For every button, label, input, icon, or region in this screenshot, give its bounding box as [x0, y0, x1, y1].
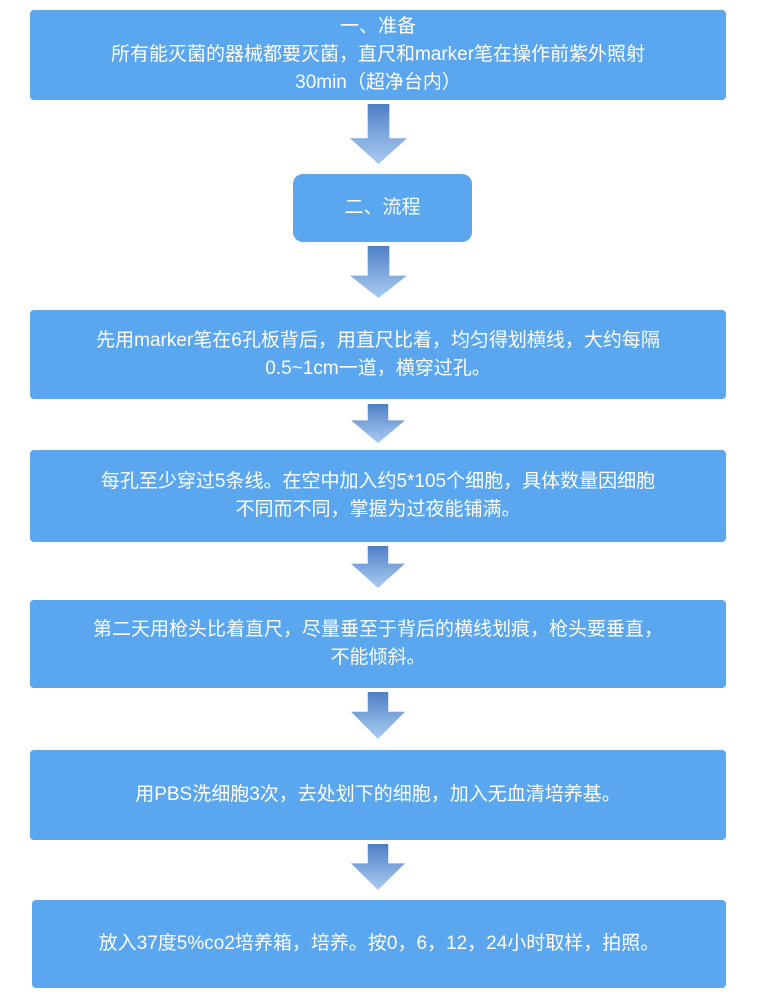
step-incubate-box: 放入37度5%co2培养箱，培养。按0，6，12，24小时取样，拍照。 [32, 900, 726, 988]
step-prepare-box: 一、准备 所有能灭菌的器械都要灭菌，直尺和marker笔在操作前紫外照射 30m… [30, 10, 726, 100]
down-arrow-icon [351, 692, 405, 739]
down-arrow-icon [350, 104, 407, 164]
step-seed-cells-box: 每孔至少穿过5条线。在空中加入约5*105个细胞，具体数量因细胞 不同而不同，掌… [30, 450, 726, 542]
step-text-line: 30min（超净台内） [295, 72, 461, 93]
step-text-line: 用PBS洗细胞3次，去处划下的细胞，加入无血清培养基。 [135, 784, 621, 805]
step-wash-box: 用PBS洗细胞3次，去处划下的细胞，加入无血清培养基。 [30, 750, 726, 840]
step-text-line: 放入37度5%co2培养箱，培养。按0，6，12，24小时取样，拍照。 [98, 933, 660, 954]
step-scratch-box: 第二天用枪头比着直尺，尽量垂至于背后的横线划痕，枪头要垂直， 不能倾斜。 [30, 600, 726, 688]
step-title: 二、流程 [344, 197, 421, 218]
step-text-line: 先用marker笔在6孔板背后，用直尺比着，均匀得划横线，大约每隔 [96, 329, 660, 351]
down-arrow-icon [351, 546, 405, 588]
step-text-line: 0.5~1cm一道，横穿过孔。 [265, 357, 491, 379]
step-text-line: 所有能灭菌的器械都要灭菌，直尺和marker笔在操作前紫外照射 [110, 44, 646, 65]
down-arrow-icon [351, 404, 405, 443]
step-text-line: 不能倾斜。 [330, 647, 426, 668]
step-text-line: 每孔至少穿过5条线。在空中加入约5*105个细胞，具体数量因细胞 [100, 471, 656, 492]
step-process-box: 二、流程 [293, 174, 472, 242]
step-text-line: 不同而不同，掌握为过夜能铺满。 [235, 499, 521, 520]
step-title: 一、准备 [339, 16, 416, 37]
down-arrow-icon [350, 246, 407, 298]
step-draw-lines-box: 先用marker笔在6孔板背后，用直尺比着，均匀得划横线，大约每隔 0.5~1c… [30, 310, 726, 399]
step-text-line: 第二天用枪头比着直尺，尽量垂至于背后的横线划痕，枪头要垂直， [92, 619, 663, 640]
down-arrow-icon [351, 844, 405, 890]
